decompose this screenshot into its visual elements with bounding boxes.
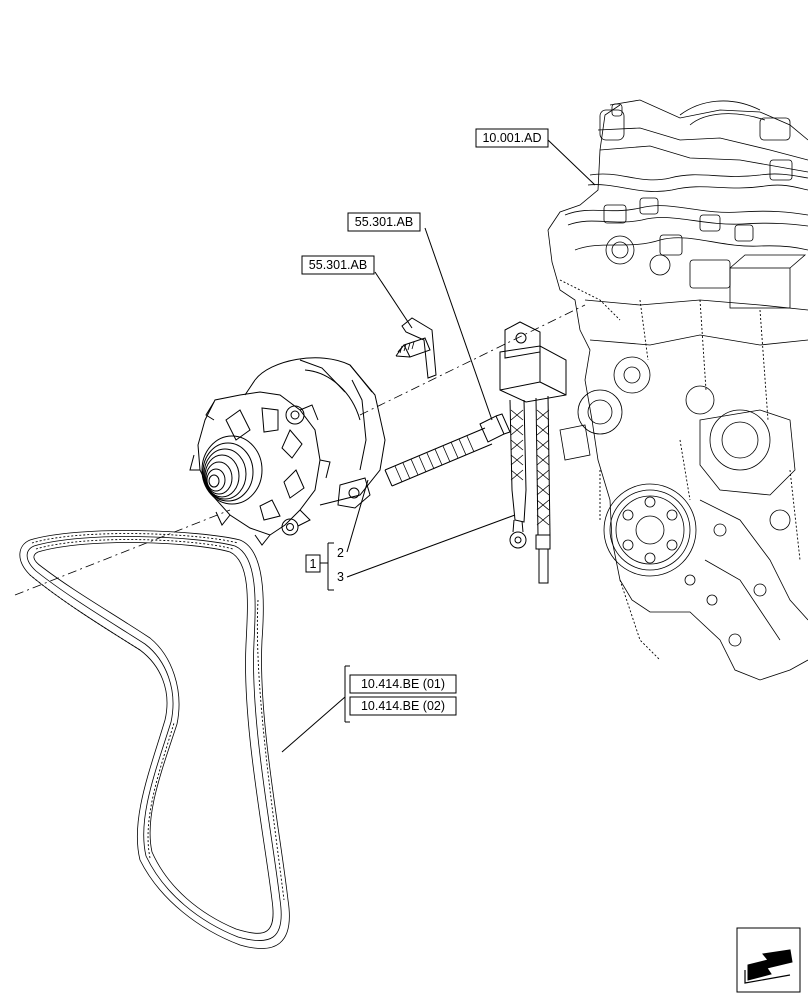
leader-lines	[281, 139, 596, 753]
callout-item-3: 3	[337, 570, 344, 584]
serpentine-belt	[19, 530, 290, 949]
svg-text:10.001.AD: 10.001.AD	[482, 131, 541, 145]
ref-label-engine[interactable]: 10.001.AD	[475, 128, 549, 148]
svg-text:55.301.AB: 55.301.AB	[355, 215, 413, 229]
belt-reference-group: 10.414.BE (01) 10.414.BE (02)	[344, 665, 457, 723]
long-through-bolt	[384, 413, 511, 487]
ref-label-belt-1[interactable]: 10.414.BE (01)	[349, 674, 457, 694]
ref-label-bolt-upper[interactable]: 55.301.AB	[347, 212, 421, 232]
ref-label-bolt-lower[interactable]: 55.301.AB	[301, 255, 375, 275]
alignment-lines	[14, 304, 586, 596]
alternator-drawing	[189, 357, 386, 546]
svg-text:55.301.AB: 55.301.AB	[309, 258, 367, 272]
engine-block-drawing	[547, 99, 808, 681]
ref-label-belt-2[interactable]: 10.414.BE (02)	[349, 696, 457, 716]
upper-bolt-and-bracket	[395, 317, 437, 379]
ground-strap-harness	[499, 321, 567, 584]
item-callout-group: 1 2 3	[305, 542, 344, 591]
next-page-arrow-icon[interactable]	[736, 927, 801, 993]
svg-text:10.414.BE (01): 10.414.BE (01)	[361, 677, 445, 691]
callout-group-number: 1	[310, 557, 317, 571]
svg-text:10.414.BE (02): 10.414.BE (02)	[361, 699, 445, 713]
callout-item-2: 2	[337, 546, 344, 560]
